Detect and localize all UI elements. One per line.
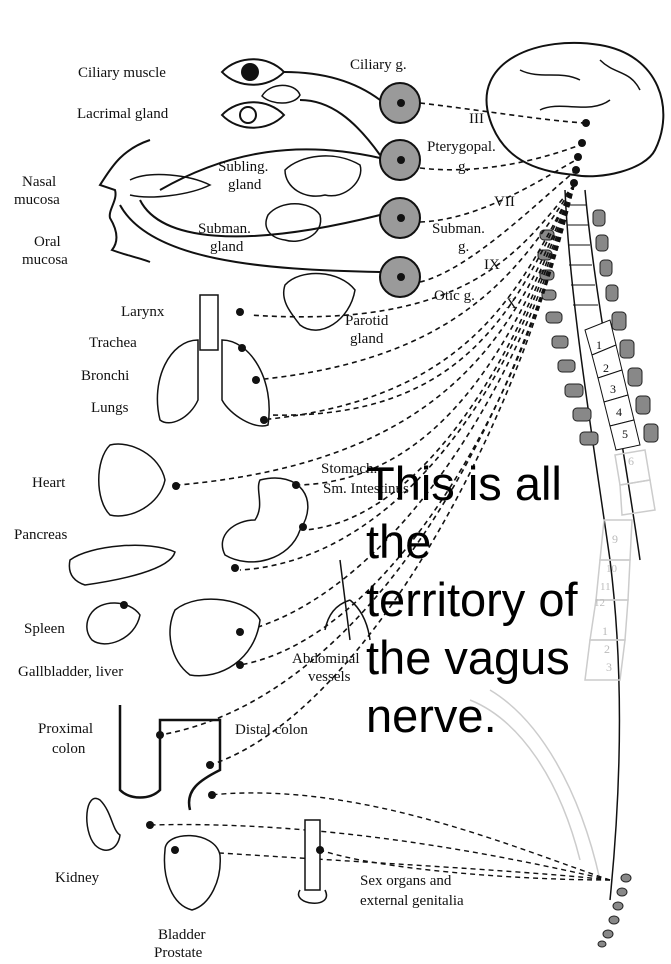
label-oral-mucosa-1: Oral — [34, 233, 61, 251]
label-bladder: Bladder — [158, 926, 205, 944]
lacrimal-gland — [262, 85, 300, 103]
label-parotid-1: Parotid — [345, 312, 388, 330]
lung-left — [157, 340, 198, 423]
label-spleen: Spleen — [24, 620, 65, 638]
label-abdominal-1: Abdominal — [292, 650, 360, 668]
ganglia — [380, 83, 420, 297]
label-bronchi: Bronchi — [81, 367, 129, 385]
label-nasal-mucosa-2: mucosa — [14, 191, 60, 209]
nasal-cavity — [130, 175, 210, 197]
label-subling-2: gland — [228, 176, 261, 194]
label-lacrimal-gland: Lacrimal gland — [77, 105, 168, 123]
trachea — [200, 295, 218, 350]
label-subman-g-1: Subman. — [432, 220, 485, 238]
label-subman-gland-1: Subman. — [198, 220, 251, 238]
label-distal-colon: Distal colon — [235, 721, 308, 739]
label-nerve-III: III — [469, 110, 484, 128]
overlay-line: This is all — [366, 455, 671, 513]
label-proximal-colon-2: colon — [52, 740, 85, 758]
label-oral-mucosa-2: mucosa — [22, 251, 68, 269]
label-lungs: Lungs — [91, 399, 129, 417]
label-nasal-mucosa-1: Nasal — [22, 173, 56, 191]
pancreas-shape — [69, 545, 175, 585]
spleen-shape — [87, 603, 140, 644]
label-sex-organs-2: external genitalia — [360, 892, 464, 910]
submandibular-gland — [266, 204, 321, 242]
overlay-line: nerve. — [366, 687, 671, 745]
label-pancreas: Pancreas — [14, 526, 67, 544]
overlay-line: the vagus — [366, 629, 671, 687]
label-subman-g-2: g. — [458, 238, 469, 256]
eye-lower — [222, 102, 284, 128]
overlay-line: territory of — [366, 571, 671, 629]
vertebra-number: 3 — [610, 380, 616, 398]
ganglion-synapses — [397, 99, 405, 281]
label-nerve-X: X — [506, 295, 517, 313]
face-profile — [100, 140, 150, 262]
colon — [120, 705, 220, 810]
vagus-overlay-text: This is all the territory of the vagus n… — [366, 455, 671, 745]
label-abdominal-2: vessels — [308, 668, 351, 686]
stomach — [222, 478, 308, 562]
vertebra-number: 1 — [596, 336, 602, 354]
coccyx — [598, 874, 631, 947]
label-subman-gland-2: gland — [210, 238, 243, 256]
label-otic-g: Otic g. — [434, 287, 475, 305]
label-parotid-2: gland — [350, 330, 383, 348]
label-heart: Heart — [32, 474, 65, 492]
label-kidney: Kidney — [55, 869, 99, 887]
heart — [99, 444, 165, 516]
overlay-line: the — [366, 513, 671, 571]
vertebra-number: 2 — [603, 359, 609, 377]
label-sex-organs-1: Sex organs and — [360, 872, 451, 890]
abdominal-vessels-shape — [325, 560, 370, 640]
label-ciliary-muscle: Ciliary muscle — [78, 64, 166, 82]
genitalia — [299, 820, 327, 903]
eye-upper — [222, 59, 284, 85]
label-subling-1: Subling. — [218, 158, 268, 176]
label-ciliary-g: Ciliary g. — [350, 56, 407, 74]
label-proximal-colon-1: Proximal — [38, 720, 93, 738]
label-nerve-VII: VII — [494, 193, 515, 211]
lung-right — [222, 340, 269, 426]
vertebra-number: 4 — [616, 403, 622, 421]
label-larynx: Larynx — [121, 303, 164, 321]
label-prostate: Prostate — [154, 944, 202, 962]
label-nerve-IX: IX — [484, 256, 500, 274]
label-trachea: Trachea — [89, 334, 137, 352]
label-pterygopal-2: g. — [458, 158, 469, 176]
sublingual-gland — [285, 156, 361, 196]
label-gallbladder-liver: Gallbladder, liver — [18, 663, 123, 681]
vertebra-number: 5 — [622, 425, 628, 443]
label-pterygopal-1: Pterygopal. — [427, 138, 496, 156]
kidney-shape — [87, 798, 120, 850]
